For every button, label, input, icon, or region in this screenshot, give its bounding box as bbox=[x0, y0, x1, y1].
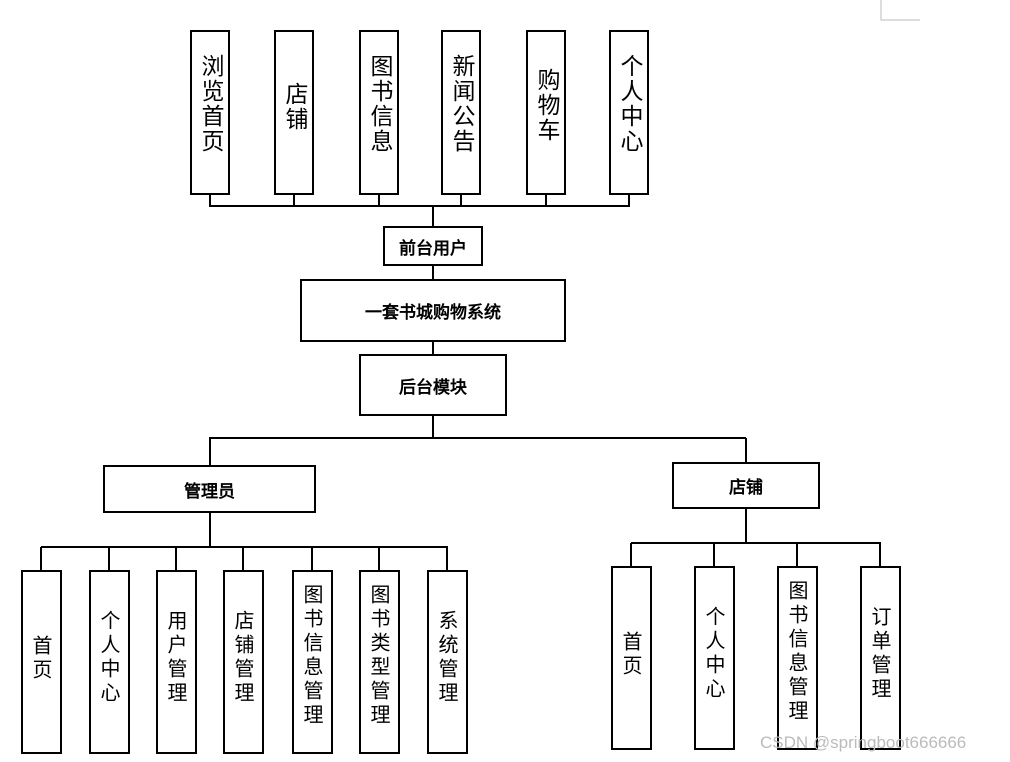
front-item-label: 店铺 bbox=[281, 82, 307, 132]
admin-item-user-management: 用户管理 bbox=[156, 570, 197, 754]
store-item-personal-center: 个人中心 bbox=[694, 566, 735, 750]
watermark-text: CSDN @springboot666666 bbox=[760, 733, 967, 752]
front-item-browse-home: 浏览首页 bbox=[190, 30, 230, 195]
store-item-label: 个人中心 bbox=[702, 606, 726, 702]
system-title-box: 一套书城购物系统 bbox=[300, 279, 566, 342]
admin-item-label: 首页 bbox=[29, 635, 53, 683]
front-user-box: 前台用户 bbox=[383, 226, 483, 266]
admin-item-book-info-management: 图书信息管理 bbox=[292, 570, 333, 754]
page-corner-mark bbox=[880, 0, 920, 21]
backend-module-box: 后台模块 bbox=[359, 354, 507, 416]
front-item-store: 店铺 bbox=[274, 30, 314, 195]
front-item-label: 个人中心 bbox=[616, 54, 642, 154]
store-box: 店铺 bbox=[672, 462, 820, 509]
admin-item-home: 首页 bbox=[21, 570, 62, 754]
admin-item-book-type-management: 图书类型管理 bbox=[359, 570, 400, 754]
store-item-order-management: 订单管理 bbox=[860, 566, 901, 750]
front-item-label: 购物车 bbox=[533, 68, 559, 143]
admin-item-personal-center: 个人中心 bbox=[89, 570, 130, 754]
admin-box: 管理员 bbox=[103, 465, 316, 513]
admin-item-label: 个人中心 bbox=[97, 610, 121, 706]
front-item-label: 浏览首页 bbox=[197, 54, 223, 154]
admin-item-label: 用户管理 bbox=[164, 610, 188, 706]
store-item-label: 图书信息管理 bbox=[785, 580, 809, 724]
store-item-label: 首页 bbox=[619, 631, 643, 679]
admin-item-label: 图书信息管理 bbox=[300, 584, 324, 728]
admin-item-label: 店铺管理 bbox=[231, 610, 255, 706]
admin-item-system-management: 系统管理 bbox=[427, 570, 468, 754]
admin-item-label: 图书类型管理 bbox=[367, 584, 391, 728]
front-item-personal-center: 个人中心 bbox=[609, 30, 649, 195]
store-item-label: 订单管理 bbox=[868, 606, 892, 702]
front-item-book-info: 图书信息 bbox=[359, 30, 399, 195]
front-item-cart: 购物车 bbox=[526, 30, 566, 195]
front-item-label: 图书信息 bbox=[366, 54, 392, 154]
front-item-news: 新闻公告 bbox=[441, 30, 481, 195]
admin-item-label: 系统管理 bbox=[435, 610, 459, 706]
store-item-book-info-management: 图书信息管理 bbox=[777, 566, 818, 750]
front-item-label: 新闻公告 bbox=[448, 54, 474, 154]
store-item-home: 首页 bbox=[611, 566, 652, 750]
admin-item-store-management: 店铺管理 bbox=[223, 570, 264, 754]
